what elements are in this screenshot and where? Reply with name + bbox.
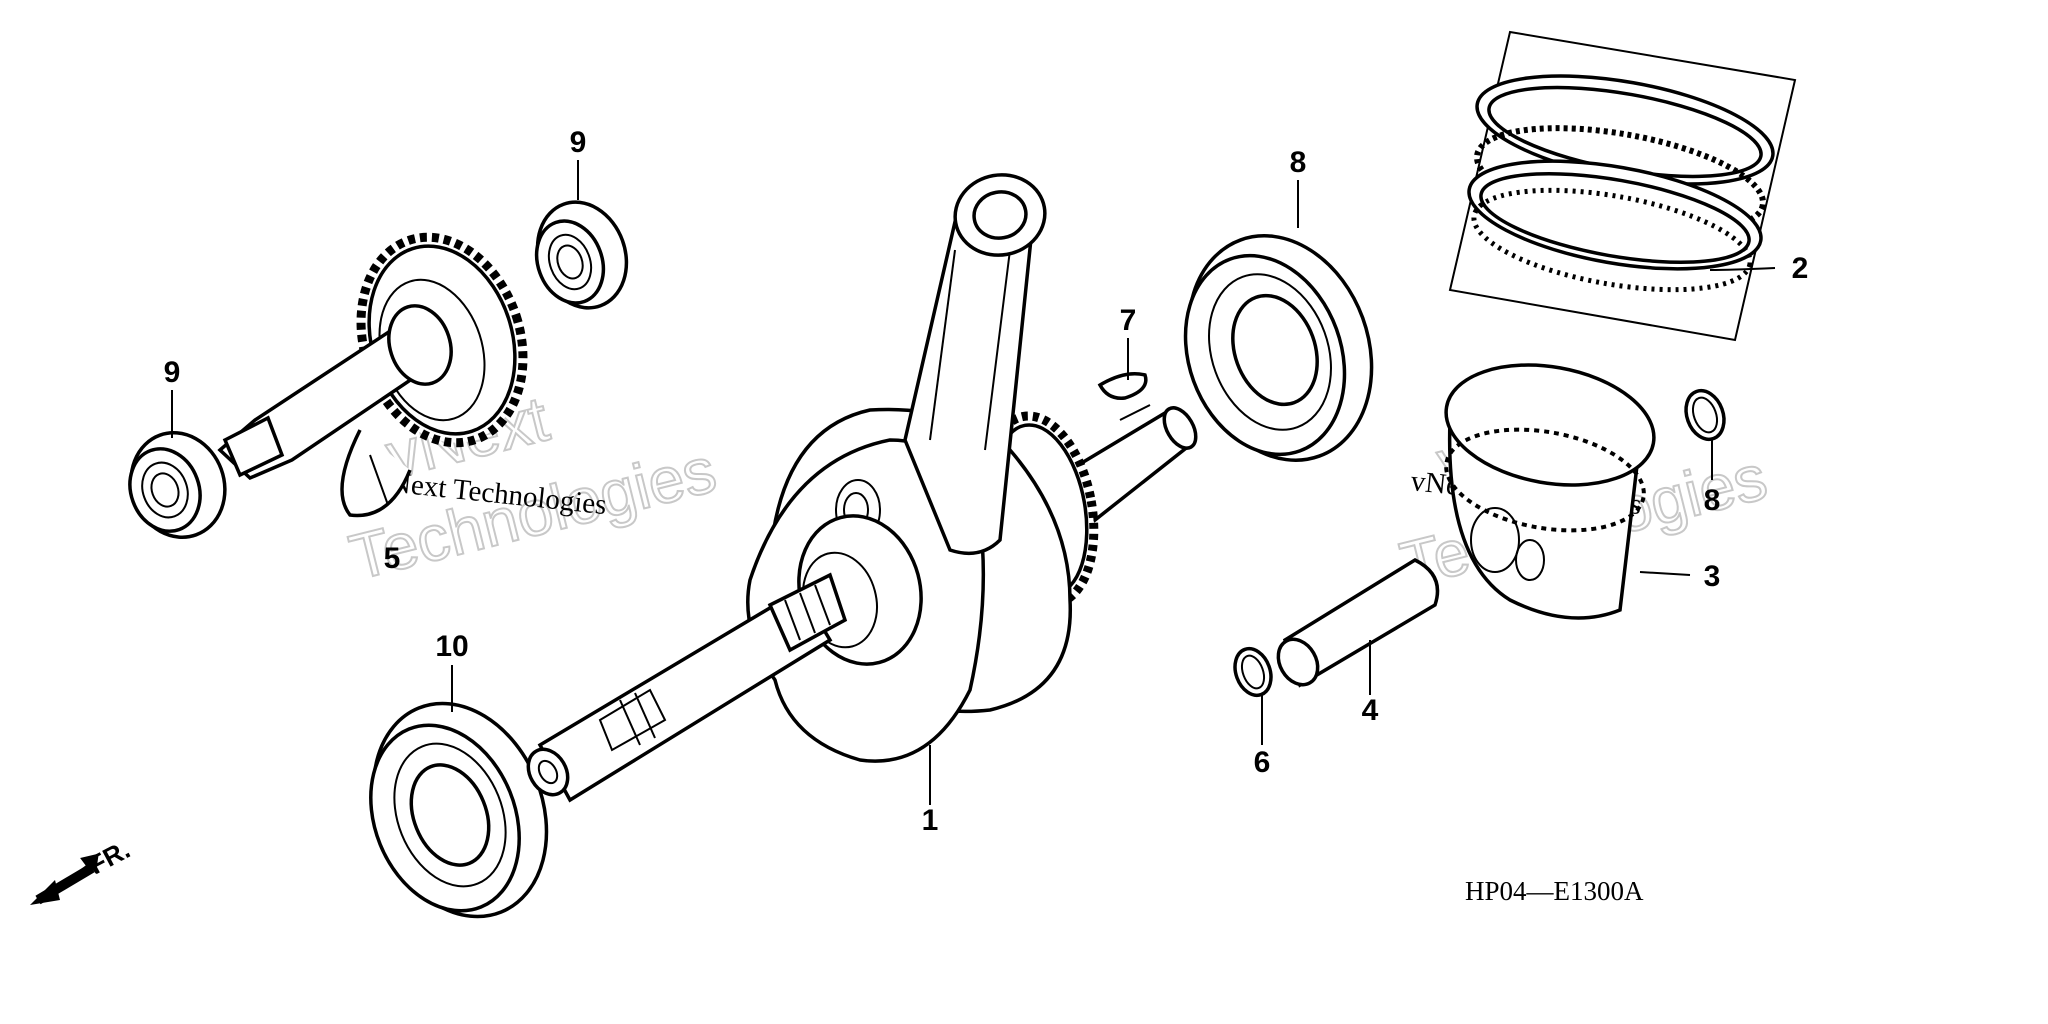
callout-2: 2: [1792, 252, 1809, 285]
diagram-code: HP04—E1300A: [1465, 876, 1644, 906]
callout-8-right: 8: [1704, 484, 1721, 517]
bearing-10: [369, 701, 549, 919]
circlip-8: [1684, 388, 1726, 442]
callout-6: 6: [1254, 746, 1271, 779]
bearing-9-left: [128, 431, 227, 539]
piston-ring-set-2: [1448, 30, 1797, 342]
crankshaft-1: [526, 173, 1198, 803]
piston-3: [1444, 363, 1656, 620]
callout-5: 5: [384, 542, 401, 575]
bearing-8: [1183, 234, 1374, 462]
piston-pin-4: [1276, 557, 1440, 688]
callout-9-left: 9: [164, 356, 181, 389]
leader-lines: [171, 160, 1776, 805]
callout-4: 4: [1362, 694, 1379, 727]
callout-3: 3: [1704, 560, 1721, 593]
callout-9-top: 9: [570, 126, 587, 159]
circlip-6: [1233, 646, 1273, 698]
callout-1: 1: [922, 804, 939, 837]
woodruff-key-7: [1097, 372, 1148, 400]
callout-10: 10: [435, 630, 468, 663]
bearing-9-top: [534, 200, 629, 310]
front-direction-arrow-icon: [30, 853, 99, 905]
callout-7: 7: [1120, 304, 1137, 337]
callout-8-top: 8: [1290, 146, 1307, 179]
balancer-shaft-5: [217, 232, 528, 518]
